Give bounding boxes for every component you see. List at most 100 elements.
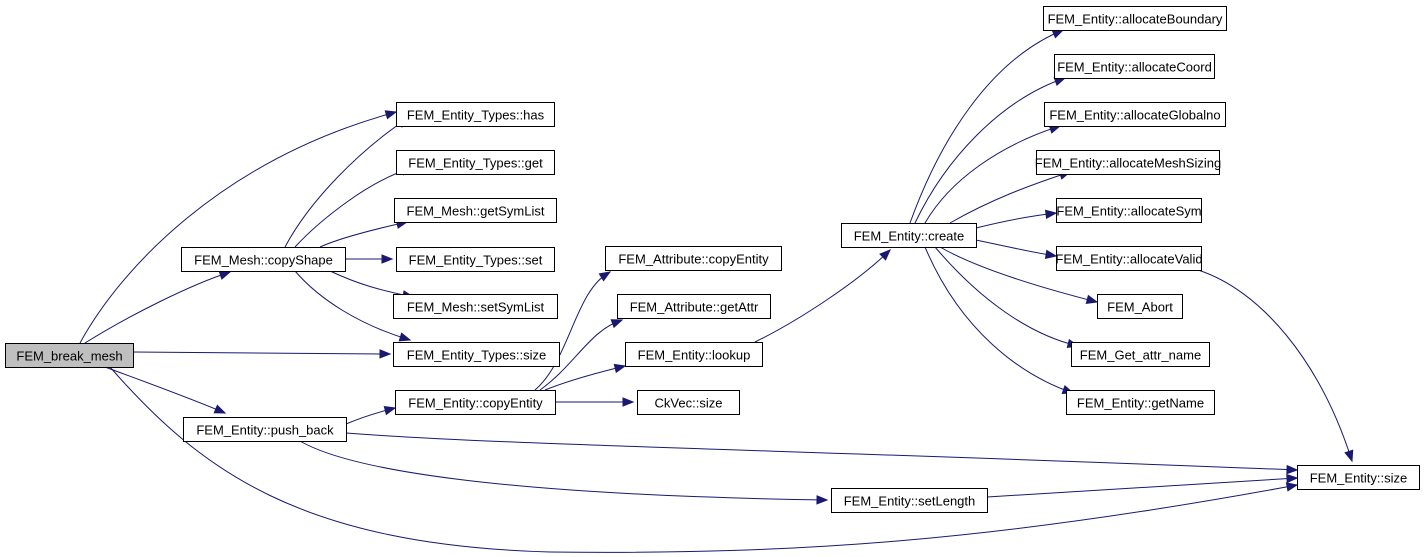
node-box[interactable] xyxy=(1054,54,1215,79)
node-getSymList[interactable]: FEM_Mesh::getSymList xyxy=(394,198,557,223)
arrowhead-icon xyxy=(1285,482,1299,492)
node-box[interactable] xyxy=(1071,342,1210,367)
node-entity_size[interactable]: FEM_Entity::size xyxy=(1297,465,1420,490)
node-label: FEM_Attribute::getAttr xyxy=(630,300,759,315)
node-box[interactable] xyxy=(1297,465,1420,490)
node-allocBoundary[interactable]: FEM_Entity::allocateBoundary xyxy=(1043,6,1227,31)
node-allocGlobalno[interactable]: FEM_Entity::allocateGlobalno xyxy=(1044,102,1226,127)
edge-push_back-to-copyEntity xyxy=(345,406,397,425)
node-box[interactable] xyxy=(1056,246,1202,271)
node-box[interactable] xyxy=(617,294,771,319)
edge-line xyxy=(909,29,1064,224)
node-box[interactable] xyxy=(605,246,782,271)
edge-create-to-allocSym xyxy=(975,209,1058,229)
edge-line xyxy=(345,432,1298,471)
arrowhead-icon xyxy=(381,254,394,264)
node-label: FEM_Entity::setLength xyxy=(844,494,976,509)
node-copyShape[interactable]: FEM_Mesh::copyShape xyxy=(181,247,346,272)
node-box[interactable] xyxy=(1036,150,1220,175)
node-push_back[interactable]: FEM_Entity::push_back xyxy=(183,417,347,442)
edge-copyShape-to-getSymList xyxy=(319,219,409,248)
arrowhead-icon xyxy=(379,349,392,359)
node-et_has[interactable]: FEM_Entity_Types::has xyxy=(396,102,555,127)
edge-line xyxy=(104,366,226,414)
edge-line xyxy=(924,125,1061,224)
node-box[interactable] xyxy=(396,150,555,175)
node-box[interactable] xyxy=(841,223,977,248)
edge-setLength-to-entity_size xyxy=(986,473,1299,498)
node-box[interactable] xyxy=(393,294,558,319)
node-box[interactable] xyxy=(637,390,740,415)
node-box[interactable] xyxy=(831,488,988,513)
node-box[interactable] xyxy=(394,198,557,223)
node-label: CkVec::size xyxy=(655,396,723,411)
edge-break_mesh-to-et_size xyxy=(132,349,392,359)
node-label: FEM_Entity::allocateGlobalno xyxy=(1049,108,1220,123)
edge-line xyxy=(754,249,891,343)
edge-line xyxy=(914,77,1066,224)
node-box[interactable] xyxy=(396,247,555,272)
edge-copyEntity-to-getAttr xyxy=(539,319,624,391)
node-et_size[interactable]: FEM_Entity_Types::size xyxy=(393,342,560,367)
node-attr_copyEntity[interactable]: FEM_Attribute::copyEntity xyxy=(605,246,782,271)
node-box[interactable] xyxy=(1043,6,1227,31)
node-getAttr[interactable]: FEM_Attribute::getAttr xyxy=(617,294,771,319)
node-et_set[interactable]: FEM_Entity_Types::set xyxy=(396,247,555,272)
edge-create-to-abort xyxy=(939,246,1099,304)
node-break_mesh[interactable]: FEM_break_mesh xyxy=(5,343,134,368)
edge-copyShape-to-et_has xyxy=(284,117,410,248)
edge-lookup-to-create xyxy=(754,249,891,343)
edge-push_back-to-setLength xyxy=(299,440,829,505)
edge-line xyxy=(79,111,397,344)
node-box[interactable] xyxy=(393,342,560,367)
node-box[interactable] xyxy=(5,343,134,368)
nodes-layer: FEM_break_meshFEM_Mesh::copyShapeFEM_Ent… xyxy=(5,6,1420,513)
node-box[interactable] xyxy=(1097,294,1183,319)
node-box[interactable] xyxy=(395,390,556,415)
node-allocMeshSizing[interactable]: FEM_Entity::allocateMeshSizing xyxy=(1035,150,1221,175)
node-ckvec_size[interactable]: CkVec::size xyxy=(637,390,740,415)
edge-line xyxy=(1197,269,1353,462)
node-label: FEM_Entity::create xyxy=(854,229,965,244)
arrowhead-icon xyxy=(598,271,612,282)
node-lookup[interactable]: FEM_Entity::lookup xyxy=(625,342,763,367)
arrowhead-icon xyxy=(1286,473,1299,484)
node-copyEntity[interactable]: FEM_Entity::copyEntity xyxy=(395,390,556,415)
node-allocCoord[interactable]: FEM_Entity::allocateCoord xyxy=(1054,54,1215,79)
node-box[interactable] xyxy=(1056,198,1202,223)
arrowhead-icon xyxy=(1085,294,1099,304)
node-label: FEM_Entity::push_back xyxy=(196,423,334,438)
node-setLength[interactable]: FEM_Entity::setLength xyxy=(831,488,988,513)
edge-line xyxy=(294,270,411,341)
edge-break_mesh-to-entity_size xyxy=(109,366,1299,553)
edge-line xyxy=(319,221,408,248)
node-label: FEM_Attribute::copyEntity xyxy=(618,252,769,267)
node-box[interactable] xyxy=(181,247,346,272)
node-box[interactable] xyxy=(396,102,555,127)
node-label: FEM_Entity_Types::has xyxy=(407,108,545,123)
node-label: FEM_Entity::allocateMeshSizing xyxy=(1035,156,1221,171)
arrowhead-icon xyxy=(622,397,635,407)
arrowhead-icon xyxy=(1344,449,1354,463)
node-et_get[interactable]: FEM_Entity_Types::get xyxy=(396,150,555,175)
node-getName[interactable]: FEM_Entity::getName xyxy=(1066,390,1215,415)
node-label: FEM_Abort xyxy=(1107,300,1173,315)
node-create[interactable]: FEM_Entity::create xyxy=(841,223,977,248)
node-label: FEM_Mesh::copyShape xyxy=(194,253,333,268)
edge-line xyxy=(84,271,231,344)
node-allocSym[interactable]: FEM_Entity::allocateSym xyxy=(1056,198,1202,223)
edge-line xyxy=(544,365,626,391)
node-box[interactable] xyxy=(625,342,763,367)
node-allocValid[interactable]: FEM_Entity::allocateValid xyxy=(1055,246,1203,271)
arrowhead-icon xyxy=(398,332,412,342)
node-box[interactable] xyxy=(1044,102,1226,127)
node-box[interactable] xyxy=(1066,390,1215,415)
node-setSymList[interactable]: FEM_Mesh::setSymList xyxy=(393,294,558,319)
node-box[interactable] xyxy=(183,417,347,442)
edge-line xyxy=(132,351,391,355)
node-abort[interactable]: FEM_Abort xyxy=(1097,294,1183,319)
node-label: FEM_break_mesh xyxy=(16,349,122,364)
arrowhead-icon xyxy=(383,406,397,416)
node-get_attr_name[interactable]: FEM_Get_attr_name xyxy=(1071,342,1210,367)
arrowhead-icon xyxy=(1286,464,1299,475)
